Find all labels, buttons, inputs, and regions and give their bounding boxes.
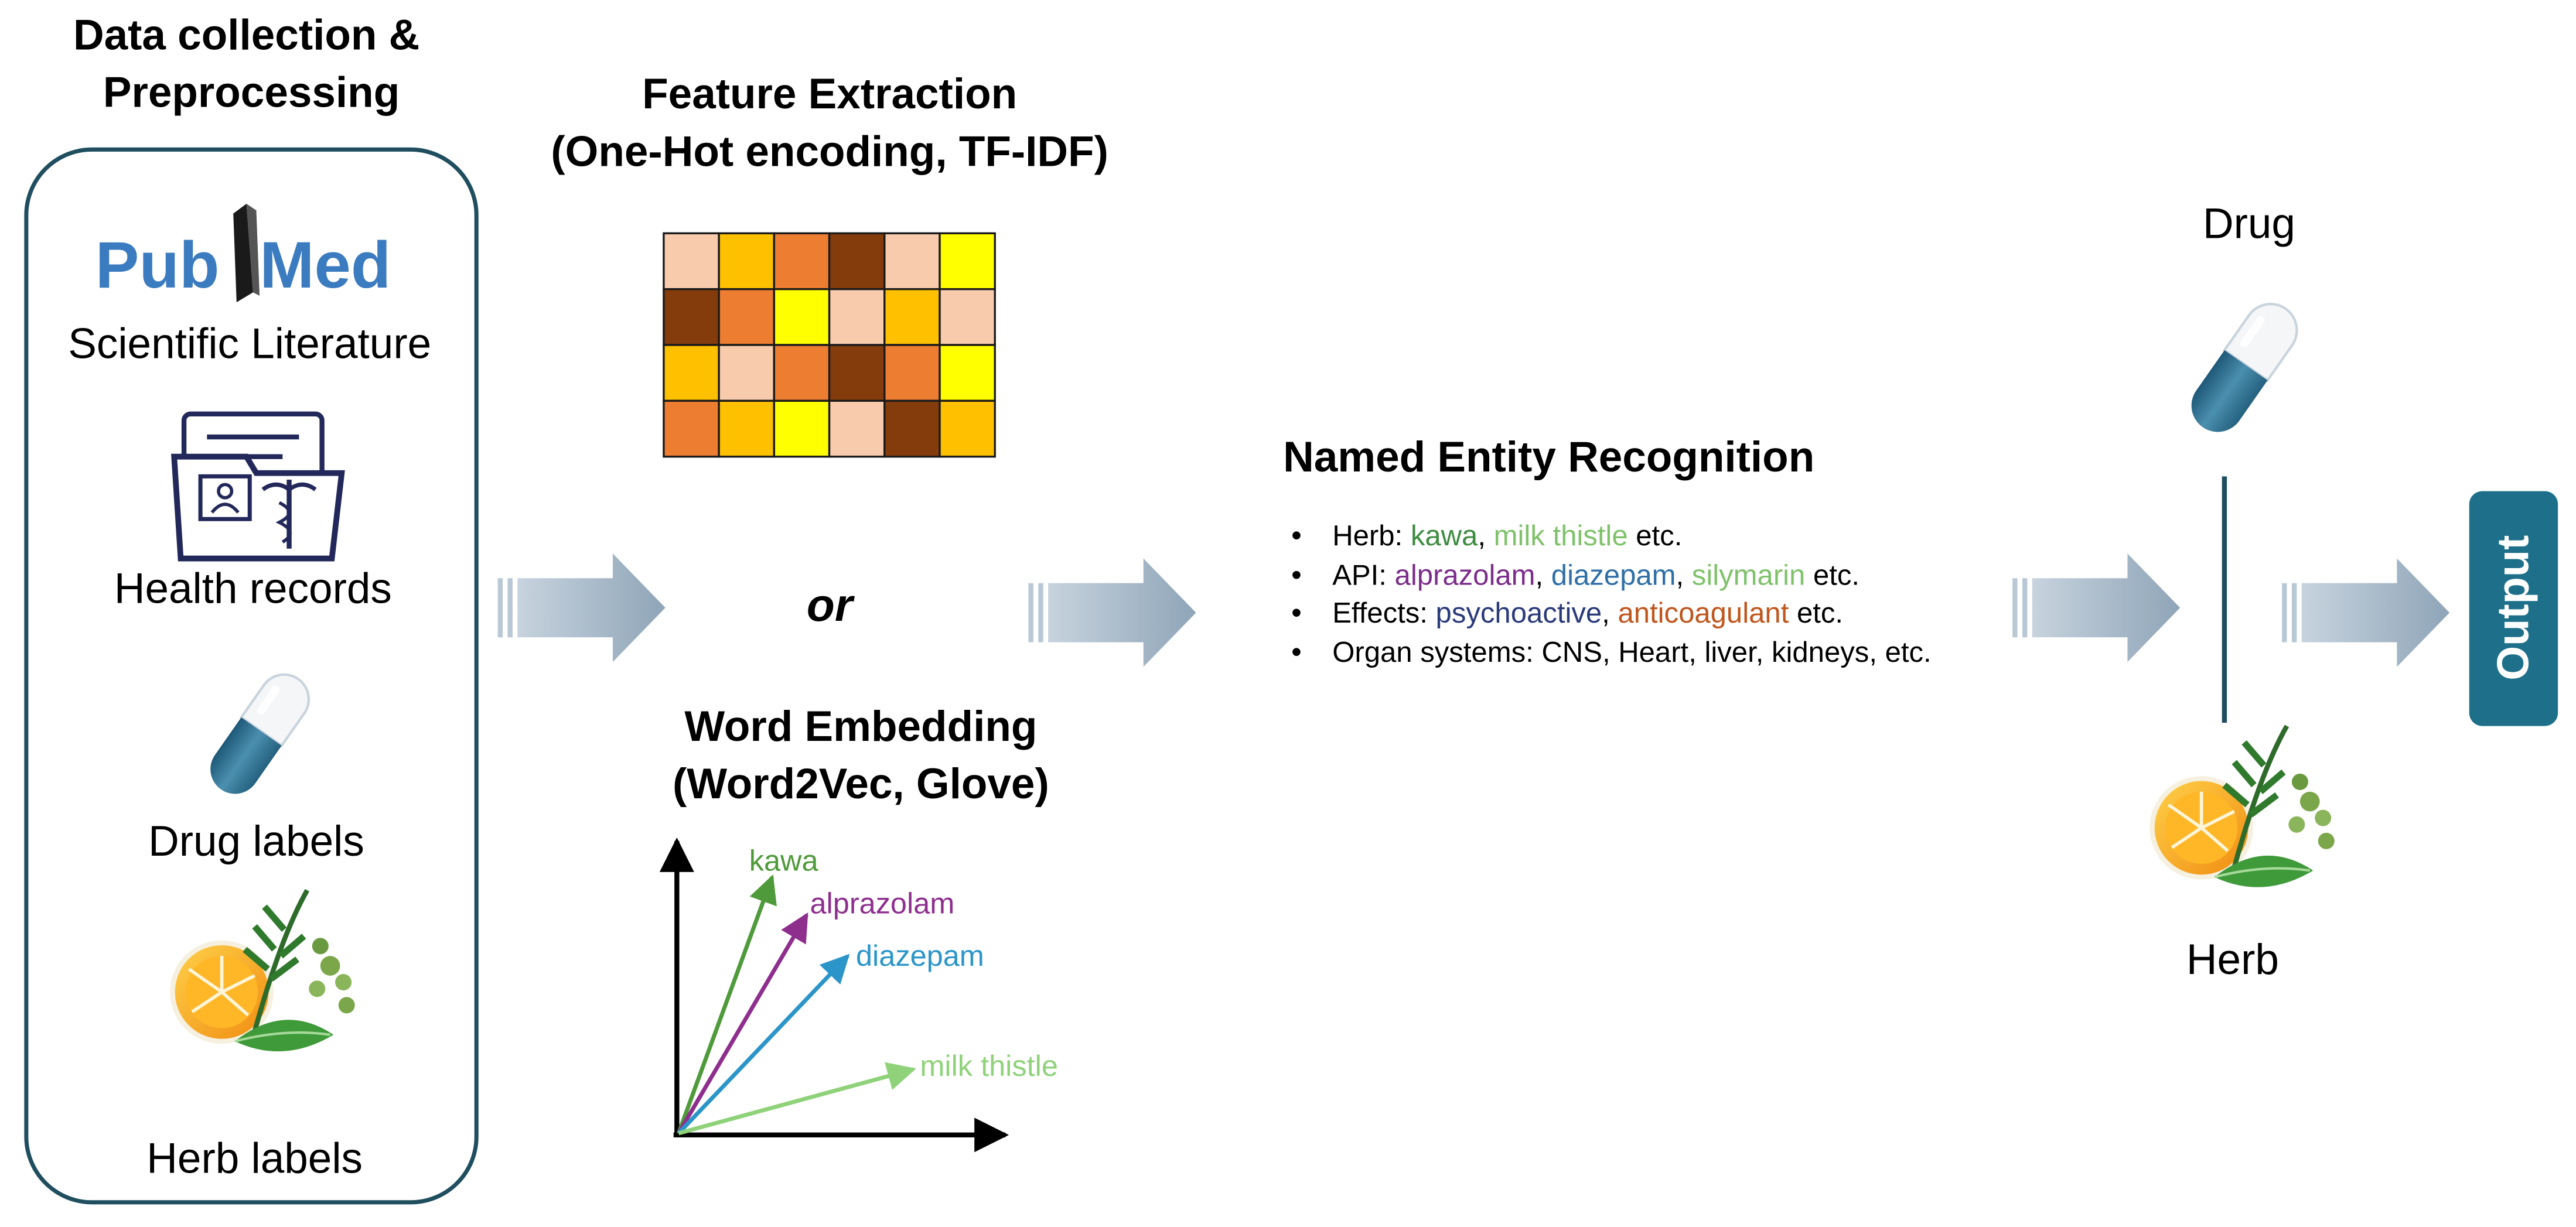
matrix-cell	[939, 399, 996, 458]
flow-arrow-4	[2282, 558, 2450, 667]
pubmed-logo-pub: Pub	[95, 228, 220, 302]
health-records-label: Health records	[114, 565, 392, 612]
matrix-cell	[663, 399, 720, 458]
herb-orange-icon	[170, 888, 355, 1052]
ner-entity: diazepam	[1551, 559, 1676, 591]
matrix-cell	[939, 288, 996, 346]
vector-alprazolam	[677, 912, 808, 1134]
data-collection-title-line2: Preprocessing	[103, 69, 400, 116]
matrix-cell	[828, 399, 886, 458]
matrix-cell	[718, 399, 776, 458]
ner-text: etc.	[1789, 597, 1843, 629]
feature-extraction-title-line1: Feature Extraction	[642, 70, 1017, 118]
ner-entity: alprazolam	[1395, 559, 1536, 591]
ner-entity: kawa	[1411, 520, 1478, 552]
herb-labels-label: Herb labels	[146, 1134, 363, 1182]
vector-kawa	[676, 874, 777, 1134]
drug-label: Drug	[2203, 200, 2295, 248]
matrix-cell	[939, 344, 996, 402]
ner-text: etc.	[1628, 520, 1683, 552]
matrix-cell	[828, 344, 886, 402]
ner-text: Effects:	[1332, 597, 1435, 629]
flow-arrow-3	[2012, 553, 2181, 662]
matrix-cell	[663, 344, 720, 402]
ner-bullet: •	[1291, 518, 1302, 552]
drug-labels-label: Drug labels	[148, 818, 364, 865]
ner-item: API: alprazolam, diazepam, silymarin etc…	[1332, 559, 1860, 591]
data-collection-title-line1: Data collection &	[73, 11, 419, 59]
scientific-literature-label: Scientific Literature	[68, 320, 431, 367]
matrix-cell	[773, 288, 831, 346]
ner-entity: psychoactive	[1436, 597, 1602, 629]
medical-folder-icon	[171, 411, 345, 562]
pubmed-logo-med: Med	[260, 228, 391, 302]
matrix-cell	[883, 288, 941, 346]
or-label: or	[807, 579, 855, 631]
data-collection-section: Data collection & Preprocessing Pub Med …	[24, 11, 479, 1205]
output-box-bg	[2469, 491, 2558, 726]
capsule-icon	[210, 673, 311, 794]
ner-bullet: •	[1291, 635, 1302, 668]
matrix-cell	[773, 232, 831, 290]
matrix-cell	[883, 344, 941, 402]
matrix-cell	[663, 232, 720, 290]
flow-arrows	[497, 553, 2450, 667]
matrix-cell	[828, 288, 886, 346]
vector-diazepam	[677, 953, 850, 1135]
ner-text: ,	[1536, 559, 1551, 591]
matrix-cell	[883, 399, 941, 458]
ner-text: API:	[1332, 559, 1394, 591]
ner-section: Named Entity Recognition • Herb: kawa, mi…	[1283, 433, 1932, 668]
ner-entity: silymarin	[1692, 559, 1806, 591]
vector-label-alprazolam: alprazolam	[810, 886, 954, 920]
word-embedding-title-line1: Word Embedding	[684, 703, 1037, 750]
flow-arrow-2	[1028, 558, 1196, 667]
ner-list: • Herb: kawa, milk thistle etc. • API: alpr…	[1291, 518, 1932, 668]
pubmed-logo-icon: Pub Med	[95, 203, 391, 303]
interaction-section: Drug Herb	[2149, 200, 2335, 983]
herb-label: Herb	[2186, 936, 2279, 983]
flow-arrow-1	[497, 553, 666, 662]
ner-text: ,	[1478, 520, 1493, 552]
ner-text: ,	[1676, 559, 1692, 591]
ner-text: etc.	[1805, 559, 1860, 591]
ner-item: Herb: kawa, milk thistle etc.	[1332, 520, 1682, 552]
capsule-icon	[2191, 302, 2298, 432]
tfidf-matrix	[663, 232, 996, 458]
matrix-cell	[718, 344, 776, 402]
ner-item: Organ systems: CNS, Heart, liver, kidney…	[1332, 637, 1931, 668]
matrix-cell	[883, 232, 941, 290]
vector-label-kawa: kawa	[749, 843, 819, 877]
ner-text: Organ systems: CNS, Heart, liver, kidney…	[1332, 637, 1931, 668]
embedding-plot: kawa alprazolam diazepam milk thistle	[659, 837, 1058, 1153]
output-label: Output	[2489, 535, 2539, 681]
feature-extraction-title-line2: (One-Hot encoding, TF-IDF)	[551, 128, 1108, 175]
ner-entity: anticoagulant	[1618, 597, 1789, 629]
ner-text: Herb:	[1332, 520, 1411, 552]
matrix-cell	[773, 399, 831, 458]
matrix-cell	[828, 232, 886, 290]
feature-extraction-section: Feature Extraction (One-Hot encoding, TF…	[551, 70, 1108, 1153]
matrix-cell	[718, 288, 776, 346]
ner-entity: milk thistle	[1494, 520, 1628, 552]
ner-bullet: •	[1291, 558, 1302, 591]
matrix-cell	[773, 344, 831, 402]
vector-label-milk-thistle: milk thistle	[920, 1049, 1058, 1082]
matrix-cell	[939, 232, 996, 290]
vector-label-diazepam: diazepam	[856, 939, 984, 972]
sources-panel	[24, 147, 479, 1205]
vector-milk-thistle	[678, 1062, 916, 1136]
herb-orange-icon	[2149, 724, 2335, 887]
matrix-cell	[718, 232, 776, 290]
word-embedding-title-line2: (Word2Vec, Glove)	[673, 760, 1049, 808]
ner-title: Named Entity Recognition	[1283, 433, 1814, 481]
matrix-cell	[663, 288, 720, 346]
output-box: Output	[2469, 491, 2558, 726]
ner-text: ,	[1602, 597, 1618, 629]
ner-bullet: •	[1291, 596, 1302, 629]
ner-item: Effects: psychoactive, anticoagulant etc…	[1332, 597, 1843, 629]
